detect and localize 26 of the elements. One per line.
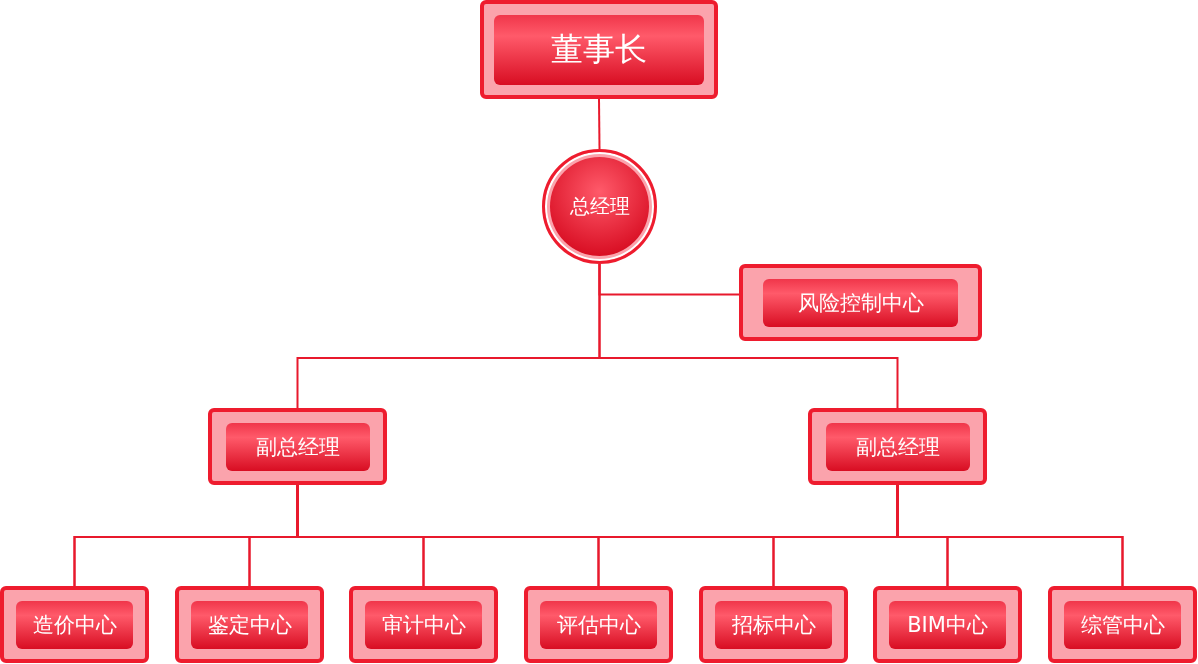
- org-box: [1048, 586, 1197, 663]
- node-label: BIM中心: [889, 600, 1006, 649]
- node-label: 综管中心: [1064, 600, 1181, 649]
- org-box: [175, 586, 324, 663]
- org-box: [208, 408, 387, 485]
- connector-line: [598, 98, 601, 150]
- connector-line: [896, 484, 1124, 587]
- org-box: [873, 586, 1022, 663]
- org-box: [0, 586, 149, 663]
- node-label: 评估中心: [540, 600, 657, 649]
- node-label: 风险控制中心: [763, 278, 958, 327]
- node-label: 招标中心: [715, 600, 832, 649]
- connector-line: [598, 263, 899, 409]
- org-box: [480, 0, 718, 99]
- org-box: [739, 264, 982, 341]
- node-label: 鉴定中心: [191, 600, 308, 649]
- org-box: [699, 586, 848, 663]
- org-box: [808, 408, 987, 485]
- node-label: 副总经理: [225, 422, 370, 471]
- node-label: 总经理: [550, 157, 649, 256]
- node-label: 董事长: [494, 14, 704, 85]
- node-label: 审计中心: [365, 600, 482, 649]
- node-label: 副总经理: [825, 422, 970, 471]
- org-box: [524, 586, 673, 663]
- node-label: 造价中心: [16, 600, 133, 649]
- org-box: [349, 586, 498, 663]
